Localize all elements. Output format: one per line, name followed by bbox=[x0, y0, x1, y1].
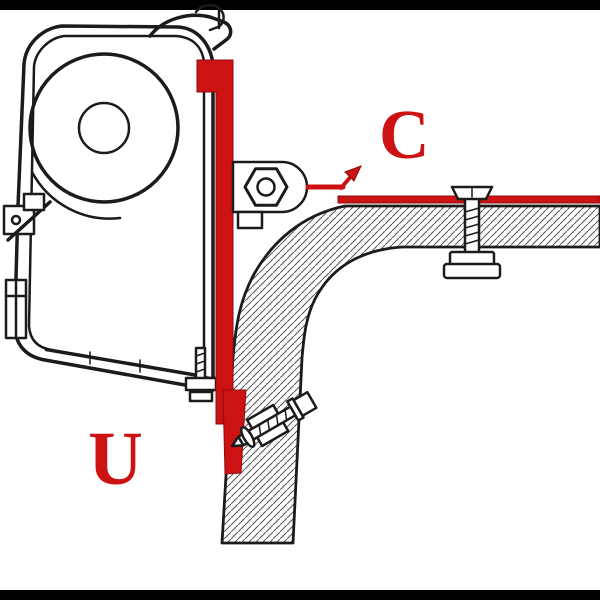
wall-screw-tip bbox=[230, 435, 245, 448]
roof-screw-thread bbox=[464, 207, 480, 213]
wall-screw-tip-washer bbox=[240, 426, 256, 448]
bracket-tab bbox=[236, 210, 264, 230]
arrow-to-c bbox=[305, 165, 362, 190]
awning-case-inner-wall bbox=[27, 34, 206, 378]
rail-screw-thread bbox=[195, 360, 206, 365]
clamp-pivot bbox=[10, 214, 22, 226]
bottom-rail-line bbox=[44, 348, 212, 380]
letterbox-bottom bbox=[0, 590, 600, 600]
label-c: C bbox=[379, 97, 430, 174]
awning-case-outline bbox=[13, 24, 215, 392]
wall-clamp bbox=[2, 192, 52, 242]
letterbox-top bbox=[0, 0, 600, 10]
rail-screw bbox=[184, 346, 218, 403]
roller-axle bbox=[77, 101, 131, 155]
hex-bolt bbox=[243, 167, 289, 207]
roof-screw bbox=[442, 185, 502, 280]
wall-screw-thread bbox=[258, 423, 262, 437]
adapter-rail bbox=[196, 59, 234, 425]
rail-screw-thread bbox=[195, 352, 206, 357]
wall-screw-thread bbox=[267, 418, 271, 432]
roof-screw-thread bbox=[464, 223, 480, 229]
side-channel bbox=[4, 278, 28, 340]
hex-bolt-center bbox=[256, 177, 276, 197]
roller-drum bbox=[28, 52, 180, 204]
fabric-wrap-arc bbox=[30, 170, 122, 220]
rail-screw-thread bbox=[195, 368, 206, 373]
roof-screw-thread bbox=[464, 215, 480, 221]
roof-screw-thread bbox=[464, 231, 480, 237]
label-u: U bbox=[88, 417, 143, 501]
lead-rail-hook-large bbox=[148, 13, 233, 51]
adapter-bracket-u bbox=[222, 389, 247, 475]
awning-case bbox=[13, 24, 215, 392]
rail-screw-nut bbox=[184, 376, 218, 392]
clamp-tab bbox=[22, 192, 46, 212]
lead-rail-hooks bbox=[148, 3, 233, 51]
wall-screw-thread bbox=[275, 413, 279, 427]
rail-screw-locknut bbox=[188, 390, 214, 403]
mounting-bracket bbox=[231, 160, 309, 230]
wall-screw bbox=[230, 390, 318, 448]
wall-screw-thread bbox=[284, 408, 288, 422]
roof-screw-thread bbox=[464, 239, 480, 245]
roof-screw-plate bbox=[442, 262, 502, 280]
arrow-head bbox=[344, 165, 362, 182]
vehicle-wall bbox=[220, 204, 600, 545]
